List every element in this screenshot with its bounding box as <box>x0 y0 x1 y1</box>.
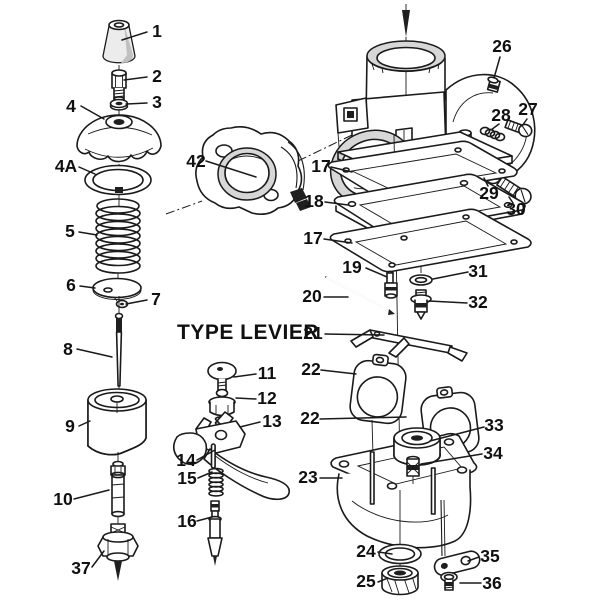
callout-26: 26 <box>492 36 512 56</box>
part-15-lever-spring <box>208 467 224 497</box>
callout-28: 28 <box>491 105 511 125</box>
callout-17-top: 17 <box>311 156 330 176</box>
callout-20: 20 <box>302 286 322 306</box>
callout-35: 35 <box>480 546 500 566</box>
callout-2: 2 <box>152 66 162 86</box>
callout-17-bottom: 17 <box>303 228 322 248</box>
part-27-air-screw <box>504 119 533 138</box>
callout-22-left: 22 <box>301 359 321 379</box>
callout-3: 3 <box>152 92 162 112</box>
part-6-spring-seat <box>92 277 142 300</box>
part-16-float-needle <box>207 500 223 566</box>
callout-36: 36 <box>482 573 502 593</box>
part-32-needle-seat <box>410 289 432 320</box>
callout-8: 8 <box>63 339 73 359</box>
callout-10: 10 <box>53 489 73 509</box>
part-34-bowl-jet <box>406 455 420 484</box>
type-levier-heading: TYPE LEVIER <box>177 321 319 344</box>
leader-lines <box>73 31 528 584</box>
callout-15: 15 <box>177 468 197 488</box>
part-36-bracket-screw <box>440 571 458 591</box>
part-4a-cap-gasket <box>84 164 152 196</box>
callout-19: 19 <box>342 257 362 277</box>
part-3-locknut <box>109 98 129 120</box>
part-42-intake-flange <box>165 126 353 215</box>
part-1-cable-cap <box>102 19 136 64</box>
callout-24: 24 <box>356 541 376 561</box>
callout-16: 16 <box>177 511 197 531</box>
callout-12: 12 <box>257 388 277 408</box>
part-24-drain-oring <box>378 543 422 565</box>
callout-33: 33 <box>484 415 504 435</box>
part-14-lever-pin <box>210 443 216 469</box>
callout-22-right: 22 <box>300 408 320 428</box>
part-2-cable-adjuster <box>111 65 127 102</box>
assembly-direction-arrow <box>402 10 410 37</box>
callout-29: 29 <box>479 183 499 203</box>
callout-34: 34 <box>483 443 503 463</box>
callout-18: 18 <box>304 191 324 211</box>
callout-21: 21 <box>303 323 323 343</box>
callout-25: 25 <box>356 571 376 591</box>
part-33-bowl-boss <box>393 427 441 466</box>
part-8-jet-needle <box>114 296 124 393</box>
callout-6: 6 <box>66 275 76 295</box>
callout-9: 9 <box>65 416 75 436</box>
part-22-float-left <box>349 353 407 425</box>
callout-37: 37 <box>71 558 90 578</box>
part-20-pivot-pin <box>325 276 395 315</box>
part-13-float-lever <box>172 411 290 501</box>
part-37-main-jet <box>97 516 139 581</box>
callout-31: 31 <box>468 261 488 281</box>
callout-numbers: 1 2 3 4 4A 5 6 7 8 9 10 37 42 11 12 13 1… <box>53 21 537 593</box>
callout-1: 1 <box>152 21 162 41</box>
callout-32: 32 <box>468 292 488 312</box>
part-4-top-cap <box>76 114 162 163</box>
part-5-slide-spring <box>95 196 141 282</box>
callout-11: 11 <box>258 363 277 383</box>
callout-14: 14 <box>176 450 196 470</box>
callout-5: 5 <box>65 221 75 241</box>
callout-42: 42 <box>186 151 206 171</box>
callout-4: 4 <box>66 96 76 116</box>
callout-13: 13 <box>262 411 282 431</box>
part-11-screw <box>207 361 237 391</box>
part-19-pilot-jet <box>384 270 398 299</box>
part-10-needle-jet <box>110 452 126 518</box>
callout-4a: 4A <box>55 156 78 176</box>
callout-27: 27 <box>518 99 537 119</box>
part-31-seat-washer <box>409 274 433 286</box>
part-28-spring <box>479 126 506 142</box>
part-9-throttle-slide <box>87 388 147 456</box>
callout-7: 7 <box>151 289 161 309</box>
callout-30: 30 <box>506 199 526 219</box>
part-25-drain-plug <box>381 565 419 596</box>
callout-23: 23 <box>298 467 318 487</box>
